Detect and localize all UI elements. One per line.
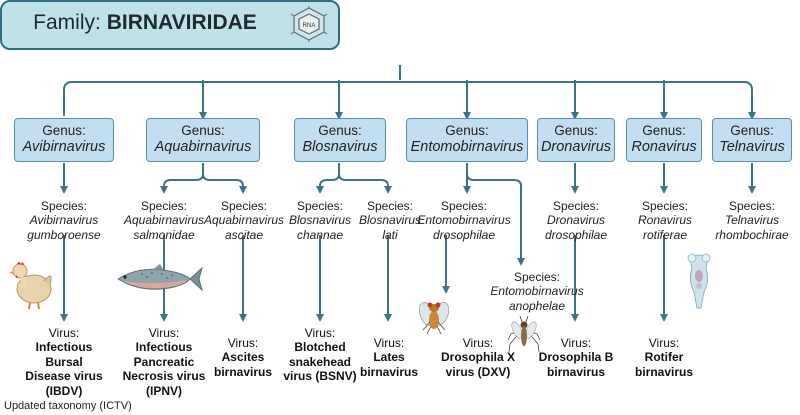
virus-capsid-icon: RNA	[290, 6, 328, 42]
rotifer-icon	[687, 253, 711, 309]
salmon-icon	[117, 264, 203, 292]
genus-box-telnavirus: Genus:Telnavirus	[712, 118, 792, 162]
footnote: Updated taxonomy (ICTV)	[4, 400, 132, 412]
family-label: Family:	[33, 11, 101, 34]
family-name: BIRNAVIRIDAE	[106, 11, 257, 34]
genus-box-ronavirus: Genus:Ronavirus	[626, 118, 702, 162]
genus-box-avibirnavirus: Genus:Avibirnavirus	[14, 118, 114, 162]
genus-box-dronavirus: Genus:Dronavirus	[537, 118, 615, 162]
family-box: Family: BIRNAVIRIDAE RNA	[0, 0, 340, 50]
mosquito-icon	[508, 315, 540, 353]
svg-text:RNA: RNA	[303, 23, 316, 29]
fruit-fly-icon	[419, 302, 449, 335]
genus-box-entomobirnavirus: Genus:Entomobirnavirus	[406, 118, 528, 162]
family-title: Family: BIRNAVIRIDAE	[0, 11, 290, 35]
chicken-icon	[9, 262, 52, 310]
genus-box-aquabirnavirus: Genus:Aquabirnavirus	[146, 118, 260, 162]
genus-box-blosnavirus: Genus:Blosnavirus	[294, 118, 386, 162]
